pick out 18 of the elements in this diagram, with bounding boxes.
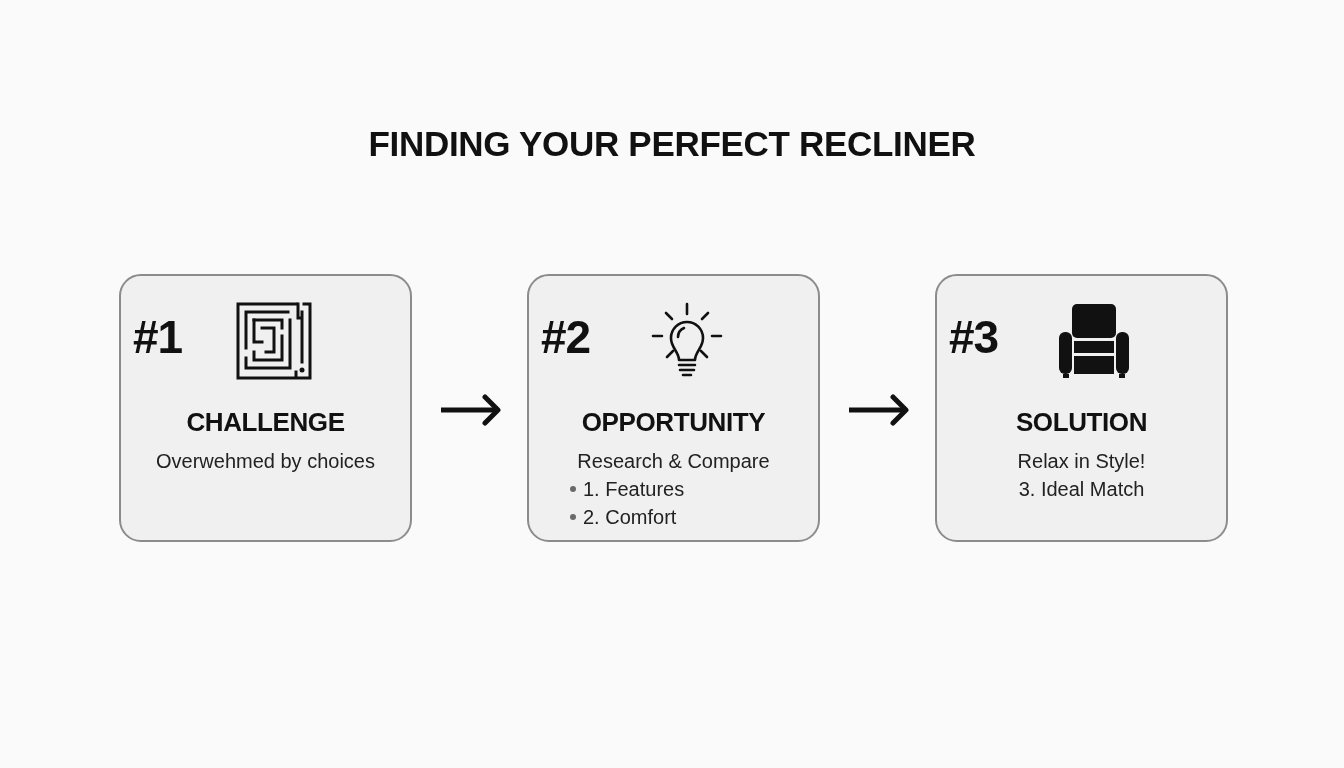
step-number: #3	[949, 314, 999, 360]
step-card	[527, 274, 820, 542]
step-description: Research & Compare	[577, 449, 770, 474]
diagram-title: FINDING YOUR PERFECT RECLINER	[368, 123, 976, 165]
arrow	[441, 394, 501, 426]
step-description: 3. Ideal Match	[1018, 477, 1145, 502]
arrow	[849, 394, 909, 426]
step-card	[935, 274, 1228, 542]
step-number: #2	[541, 314, 591, 360]
step-description: Relax in Style!	[1017, 449, 1146, 474]
step-heading: SOLUTION	[1015, 406, 1148, 438]
step-description: Overwehmed by choices	[156, 449, 375, 474]
list-item-text: 2. Comfort	[583, 505, 677, 530]
step-card	[119, 274, 412, 542]
step-heading: OPPORTUNITY	[581, 406, 766, 438]
step-number: #1	[133, 314, 183, 360]
list-item-text: 1. Features	[583, 477, 685, 502]
step-heading: CHALLENGE	[186, 406, 345, 438]
